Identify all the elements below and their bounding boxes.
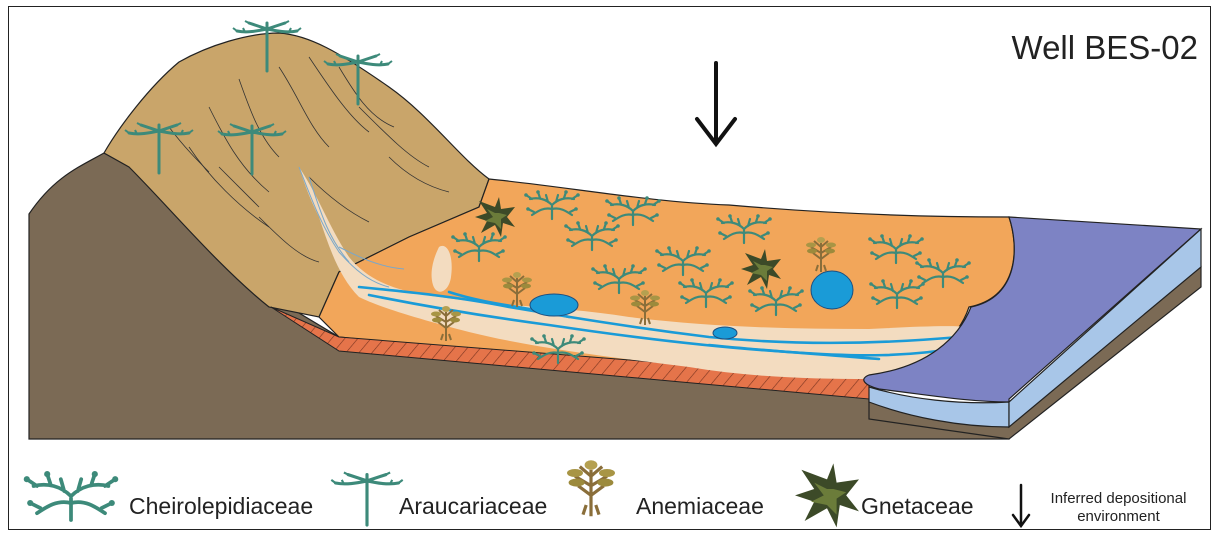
- legend-label-araucariaceae: Araucariaceae: [399, 493, 547, 520]
- legend-label-cheirolepidiaceae: Cheirolepidiaceae: [129, 493, 313, 520]
- legend-label-gnetaceae: Gnetaceae: [861, 493, 974, 520]
- legend-arrow-icon: [1013, 485, 1029, 526]
- lake-small: [713, 327, 737, 339]
- lake-right: [811, 271, 853, 309]
- lake-left: [530, 294, 578, 316]
- cheirolepidiaceae-icon: [24, 471, 119, 520]
- anemiaceae-icon: [567, 460, 615, 516]
- figure-frame: Well BES-02 Cheirolepidiaceae Araucariac…: [8, 6, 1211, 530]
- legend-note-line1: Inferred depositional: [1031, 490, 1206, 508]
- legend-label-anemiaceae: Anemiaceae: [636, 493, 764, 520]
- figure-title: Well BES-02: [1012, 29, 1198, 67]
- block-diagram: [9, 7, 1211, 530]
- depositional-arrow: [697, 63, 735, 144]
- araucariaceae-icon: [331, 473, 402, 526]
- gnetaceae-icon: [795, 463, 859, 527]
- legend-note-line2: environment: [1031, 508, 1206, 526]
- legend-note-arrow: Inferred depositional environment: [1031, 490, 1206, 526]
